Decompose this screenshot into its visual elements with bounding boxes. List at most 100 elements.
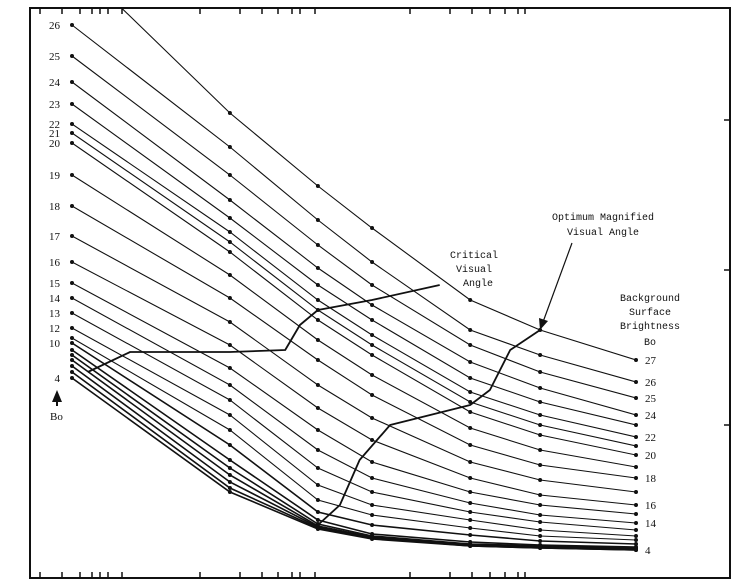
data-point-17 <box>315 383 320 387</box>
data-point-19 <box>634 465 638 469</box>
right-label-26: 26 <box>645 377 657 389</box>
data-point-16 <box>538 493 543 497</box>
data-point-14 <box>315 448 320 452</box>
data-point-10 <box>370 523 375 527</box>
data-point-20 <box>227 250 232 254</box>
left-label-20: 20 <box>49 138 61 150</box>
data-point-17 <box>370 416 375 420</box>
curve-labels: 2625242322212019181716151413121042726252… <box>49 20 657 557</box>
brightness-curves <box>70 8 638 552</box>
data-point-14 <box>227 383 232 387</box>
data-point-10 <box>634 542 638 546</box>
optimum-label-line-1: Optimum Magnified <box>552 212 654 224</box>
data-point-22 <box>315 298 320 302</box>
data-point-11 <box>468 526 473 530</box>
data-point-15 <box>70 281 74 285</box>
right-label-20: 20 <box>645 450 657 462</box>
series-line-14 <box>71 297 637 524</box>
optimum-angle-label: Optimum Magnified Visual Angle <box>539 212 654 330</box>
visual-angle-curves <box>87 284 541 526</box>
data-point-9 <box>70 348 74 352</box>
data-point-21 <box>70 131 74 135</box>
data-point-10 <box>468 533 473 537</box>
data-point-19 <box>70 173 74 177</box>
data-point-21 <box>370 343 375 347</box>
data-point-8 <box>227 466 232 470</box>
data-point-15 <box>634 512 638 516</box>
data-point-20 <box>315 318 320 322</box>
data-point-26 <box>70 23 74 27</box>
series-line-4 <box>71 377 637 551</box>
data-point-11 <box>315 498 320 502</box>
data-point-22 <box>634 435 638 439</box>
left-label-4: 4 <box>55 373 61 385</box>
left-label-25: 25 <box>49 51 61 63</box>
data-point-15 <box>227 366 232 370</box>
data-point-19 <box>468 426 473 430</box>
critical-angle-label: Critical Visual Angle <box>450 250 498 290</box>
right-label-27: 27 <box>645 355 657 367</box>
data-point-4 <box>468 544 473 548</box>
series-line-25 <box>71 55 637 399</box>
data-point-25 <box>370 283 375 287</box>
data-point-24 <box>70 80 74 84</box>
data-point-8 <box>70 353 74 357</box>
data-point-18 <box>227 296 232 300</box>
left-label-19: 19 <box>49 170 61 182</box>
left-label-10: 10 <box>49 338 61 350</box>
left-label-14: 14 <box>49 293 61 305</box>
data-point-5 <box>227 486 232 490</box>
data-point-14 <box>370 476 375 480</box>
data-point-14 <box>538 513 543 517</box>
y-axis-marker: Bo <box>50 390 63 423</box>
data-point-25 <box>538 370 543 374</box>
data-point-22 <box>538 413 543 417</box>
data-point-16 <box>634 503 638 507</box>
data-point-25 <box>468 343 473 347</box>
data-point-26 <box>227 145 232 149</box>
data-point-10 <box>315 510 320 514</box>
data-point-24 <box>315 266 320 270</box>
data-point-13 <box>538 520 543 524</box>
data-point-12 <box>538 528 543 532</box>
data-point-24 <box>468 360 473 364</box>
series-line-21 <box>71 132 637 447</box>
series-line-23 <box>71 103 637 426</box>
data-point-4 <box>370 537 375 541</box>
left-label-23: 23 <box>49 99 61 111</box>
data-point-22 <box>370 333 375 337</box>
data-point-4 <box>315 527 320 531</box>
left-label-26: 26 <box>49 20 61 32</box>
data-point-13 <box>70 311 74 315</box>
data-point-24 <box>538 386 543 390</box>
data-point-15 <box>315 428 320 432</box>
optimum-visual-angle-curve <box>317 329 541 526</box>
left-label-12: 12 <box>49 323 60 335</box>
data-point-23 <box>227 216 232 220</box>
legend: Background Surface Brightness Bo <box>620 293 680 349</box>
data-point-4 <box>538 546 543 550</box>
data-point-20 <box>538 433 543 437</box>
data-point-9 <box>315 518 320 522</box>
legend-title-line-1: Background <box>620 293 680 305</box>
data-point-22 <box>70 122 74 126</box>
data-point-19 <box>227 273 232 277</box>
data-point-26 <box>634 380 638 384</box>
data-point-20 <box>370 353 375 357</box>
data-point-27 <box>468 298 473 302</box>
plot-border <box>29 7 731 579</box>
data-point-13 <box>634 528 638 532</box>
data-point-11 <box>70 336 74 340</box>
data-point-16 <box>227 343 232 347</box>
data-point-25 <box>70 54 74 58</box>
data-point-23 <box>315 283 320 287</box>
data-point-18 <box>70 204 74 208</box>
legend-title-line-4: Bo <box>644 338 656 349</box>
data-point-16 <box>70 260 74 264</box>
left-label-16: 16 <box>49 257 61 269</box>
series-line-9 <box>71 349 637 548</box>
data-point-11 <box>370 513 375 517</box>
legend-title-line-2: Surface <box>629 307 671 319</box>
legend-title-line-3: Brightness <box>620 321 680 333</box>
